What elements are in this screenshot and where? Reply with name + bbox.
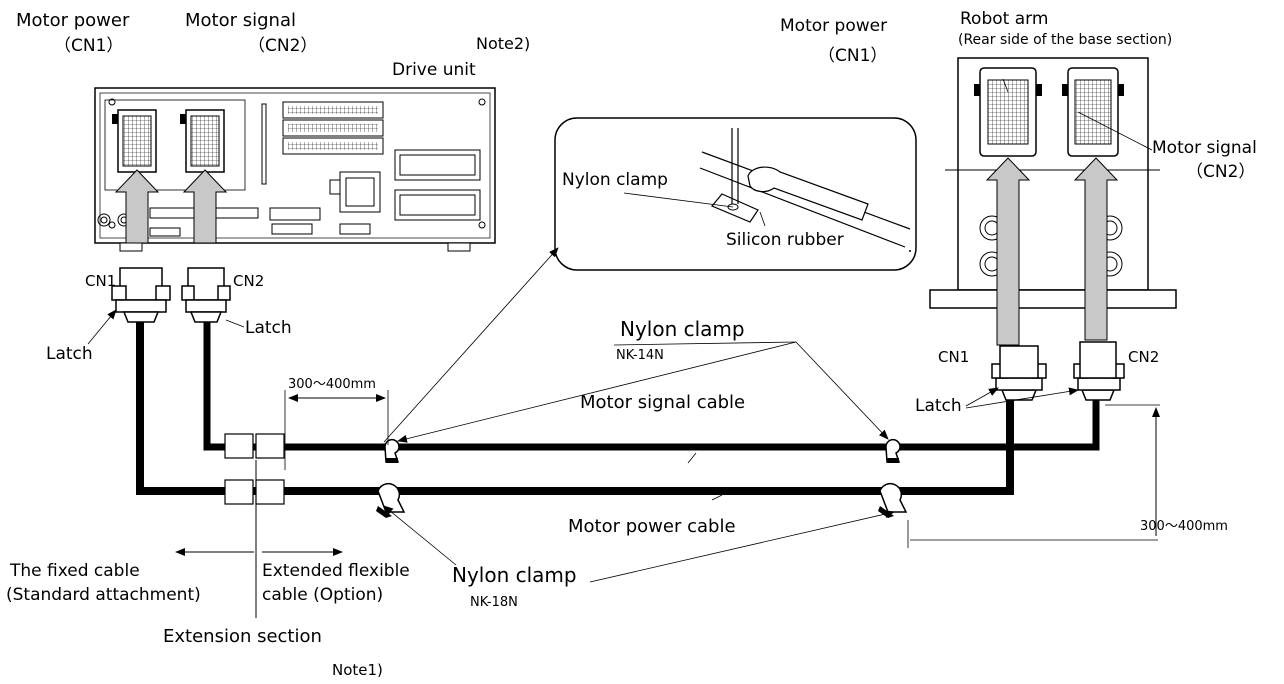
motor-signal-cable	[203, 322, 1100, 451]
fixed-cable-label-2: (Standard attachment)	[6, 585, 201, 605]
drive-cn1-plug	[111, 267, 171, 323]
drive-cn2-plug	[181, 267, 231, 323]
power-clamp-part: NK-18N	[470, 595, 518, 610]
detail-nylon-clamp-label: Nylon clamp	[562, 170, 668, 190]
robot-cn2-socket	[1062, 67, 1124, 157]
nylon-clamps-nk14n	[384, 438, 901, 463]
drive-cn2-paren-label: （CN2）	[248, 36, 318, 56]
drive-cn1-paren-label: （CN1）	[54, 36, 124, 56]
fixed-flexible-arrows	[175, 460, 343, 618]
detail-silicon-rubber-label: Silicon rubber	[726, 230, 844, 250]
robot-cn2-paren-label: （CN2）	[1186, 162, 1256, 182]
drive-cn1-tag: CN1	[85, 272, 117, 290]
drive-motor-signal-label: Motor signal	[185, 10, 296, 31]
robot-cn2-tag: CN2	[1128, 348, 1160, 366]
note1-label: Note1)	[332, 661, 383, 679]
signal-clamp-title: Nylon clamp	[620, 317, 745, 341]
note2-label: Note2)	[476, 34, 531, 53]
robot-motor-signal-label: Motor signal	[1152, 138, 1257, 158]
fixed-cable-label-1: The fixed cable	[10, 561, 140, 581]
robot-arm-subtitle: (Rear side of the base section)	[958, 32, 1173, 48]
drive-cn2-socket	[180, 109, 225, 173]
drive-unit-label: Drive unit	[392, 60, 476, 80]
flex-cable-label-2: cable (Option)	[262, 585, 384, 605]
extension-couplers	[224, 433, 285, 505]
signal-cable-label: Motor signal cable	[580, 392, 746, 413]
signal-clamp-part: NK-14N	[616, 348, 664, 363]
robot-cn1-tag: CN1	[938, 348, 970, 366]
robot-arm-title: Robot arm	[960, 9, 1049, 29]
dim-left-label: 300～400mm	[288, 377, 376, 392]
robot-arm-base	[929, 57, 1177, 309]
clamp-detail-box	[554, 117, 917, 271]
dimension-right	[907, 404, 1160, 548]
robot-latch-label: Latch	[915, 396, 962, 416]
robot-cn1-socket	[974, 67, 1042, 157]
drive-motor-power-label: Motor power	[16, 10, 130, 31]
extension-section-label: Extension section	[163, 626, 322, 647]
power-cable-label: Motor power cable	[568, 516, 736, 537]
motor-power-cable	[136, 322, 1014, 495]
drive-latch-right-label: Latch	[245, 318, 292, 338]
drive-cn1-socket	[112, 109, 157, 173]
power-clamp-title: Nylon clamp	[452, 563, 577, 587]
dimension-left	[284, 390, 389, 470]
drive-latch-left-label: Latch	[46, 344, 93, 364]
robot-cn1-plug	[991, 345, 1047, 401]
leader-lines	[87, 78, 1153, 583]
drive-cn2-tag: CN2	[233, 272, 265, 290]
robot-insert-arrows	[985, 157, 1119, 346]
robot-cn2-plug	[1073, 341, 1125, 401]
robot-cn1-paren-label: （CN1）	[818, 46, 888, 66]
drive-insert-arrows	[114, 169, 228, 244]
dim-right-label: 300～400mm	[1140, 519, 1228, 534]
flex-cable-label-1: Extended flexible	[262, 561, 410, 581]
robot-motor-power-label: Motor power	[780, 16, 888, 36]
